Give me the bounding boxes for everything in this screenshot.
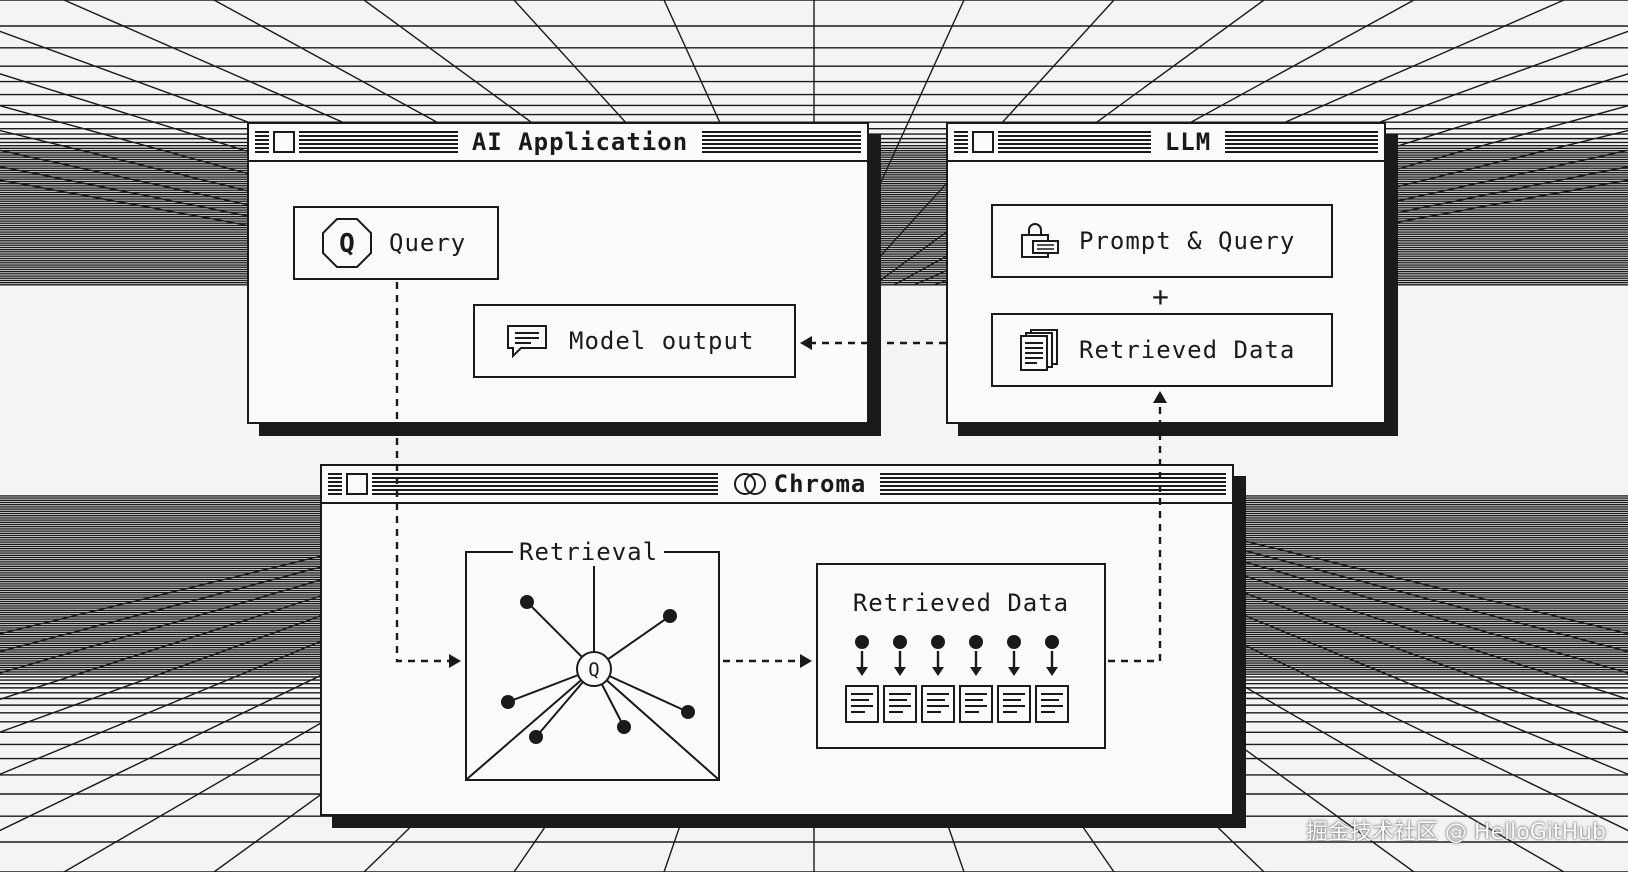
retrieved-items (845, 632, 1081, 724)
query-point (576, 651, 612, 687)
window-close-box[interactable] (346, 473, 368, 495)
chroma-logo-icon (733, 473, 766, 495)
window-title: LLM (1164, 128, 1212, 156)
neighbor-point (529, 730, 543, 744)
document-icon (959, 685, 993, 723)
retrieved-item (959, 635, 993, 723)
data-point (893, 635, 907, 649)
prompt-icon (1021, 223, 1059, 258)
arrow-down-icon (970, 651, 982, 676)
arrow-down-icon (1046, 651, 1058, 676)
retrieved-item (883, 635, 917, 723)
document-icon (845, 685, 879, 723)
retrieved-item (845, 635, 879, 723)
query-point-letter: Q (588, 659, 599, 681)
llm-retrieved-data-node[interactable]: Retrieved Data (991, 313, 1333, 387)
q-circle-letter: Q (339, 229, 355, 259)
neighbor-point (663, 609, 677, 623)
window-close-box[interactable] (972, 131, 994, 153)
llm-titlebar: LLM (948, 124, 1384, 162)
documents-icon (1020, 329, 1058, 371)
window-close-box[interactable] (273, 131, 295, 153)
prompt-query-label: Prompt & Query (1079, 227, 1296, 255)
query-node[interactable]: Q Query (293, 206, 499, 280)
document-icon (921, 685, 955, 723)
window-title: AI Application (471, 128, 689, 156)
neighbor-points (501, 595, 695, 744)
arrow-down-icon (1008, 651, 1020, 676)
data-point (855, 635, 869, 649)
plus-sign: + (1152, 280, 1169, 313)
document-icon (997, 685, 1031, 723)
arrow-down-icon (932, 651, 944, 676)
query-label: Query (389, 229, 467, 257)
data-point (1007, 635, 1021, 649)
data-point (1045, 635, 1059, 649)
retrieved-item (997, 635, 1031, 723)
retrieved-item (921, 635, 955, 723)
chroma-titlebar: Chroma (322, 466, 1232, 504)
data-point (931, 635, 945, 649)
model-output-label: Model output (569, 327, 755, 355)
watermark-text: 掘金技术社区 @ HelloGitHub (1306, 820, 1606, 845)
neighbor-point (681, 705, 695, 719)
retrieval-panel: Q (465, 551, 720, 781)
document-icon (883, 685, 917, 723)
document-icon (1035, 685, 1069, 723)
ai-application-titlebar: AI Application (249, 124, 867, 162)
arrow-down-icon (856, 651, 868, 676)
neighbor-point (520, 595, 534, 609)
arrow-down-icon (894, 651, 906, 676)
chroma-retrieved-data-label: Retrieved Data (852, 589, 1070, 617)
model-output-node[interactable]: Model output (473, 304, 796, 378)
window-title: Chroma (773, 470, 867, 498)
neighbor-point (501, 695, 515, 709)
data-point (969, 635, 983, 649)
retrieval-graph: Q (467, 553, 718, 779)
llm-retrieved-data-label: Retrieved Data (1079, 336, 1296, 364)
neighbor-point (617, 720, 631, 734)
q-circle-icon: Q (322, 218, 372, 268)
retrieval-label: Retrieval (513, 538, 665, 566)
chat-bubble-icon (507, 325, 547, 359)
prompt-query-node[interactable]: Prompt & Query (991, 204, 1333, 278)
retrieved-item (1035, 635, 1069, 723)
